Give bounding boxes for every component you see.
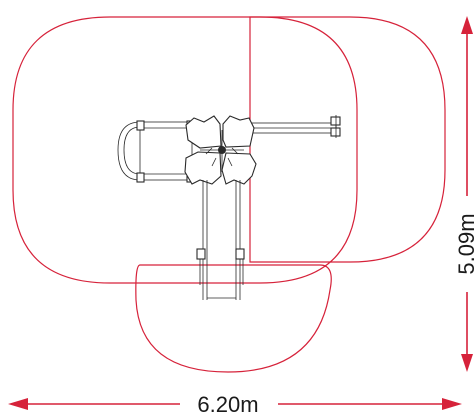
width-label: 6.20m [197,392,258,416]
central-tower [184,115,257,185]
straight-slide [196,180,245,300]
safety-zones [12,16,446,373]
walkway-left [139,121,193,181]
height-dimension: 5.09m [454,16,476,372]
safety-zone-slide-exit [135,264,332,373]
curved-slide-left-inner [123,126,141,175]
height-label: 5.09m [454,213,476,274]
play-equipment [117,115,341,300]
safety-zone-upper-right [249,16,446,263]
safety-zone-main [12,16,358,284]
width-dimension: 6.20m [8,392,462,416]
curved-slide-left [117,121,141,181]
